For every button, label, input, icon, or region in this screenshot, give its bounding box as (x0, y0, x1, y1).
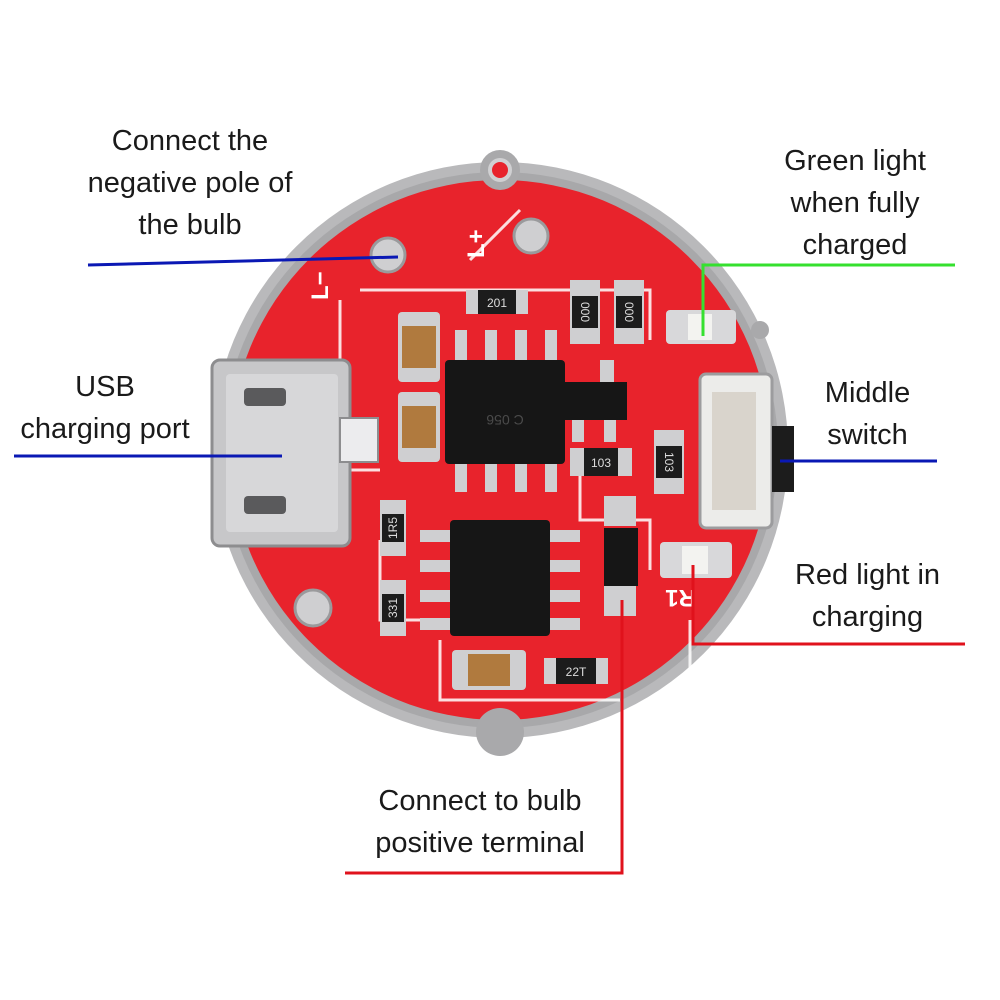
label-middle-switch: Middle switch (800, 372, 935, 456)
label-usb-port: USB charging port (0, 366, 210, 450)
label-bulb-line-2: positive terminal (375, 827, 585, 859)
led-green (666, 310, 736, 344)
label-negative-line-3: the bulb (138, 209, 242, 241)
silk-r1: R1 (665, 584, 696, 611)
label-red-light: Red light in charging (780, 554, 955, 638)
ic-lower (420, 520, 580, 636)
top-pad (488, 158, 512, 182)
ic-upper-marking: C 056 (486, 412, 524, 428)
label-green-line-2: when fully (790, 187, 920, 219)
transistor (565, 360, 627, 442)
res-label-000-a: 000 (578, 302, 592, 322)
leader-red (691, 565, 965, 646)
mounting-holes (293, 217, 550, 628)
label-bulb-positive: Connect to bulb positive terminal (340, 780, 620, 864)
leader-negative (87, 255, 399, 267)
res-label-331: 331 (386, 598, 400, 618)
label-green-light: Green light when fully charged (755, 140, 955, 266)
slide-switch (698, 372, 794, 530)
label-switch-line-1: Middle (824, 377, 911, 409)
label-bulb-line-1: Connect to bulb (378, 785, 582, 817)
leader-green (701, 263, 955, 336)
resistors (380, 280, 684, 684)
capacitors (398, 312, 526, 690)
leader-lines (14, 255, 965, 875)
usb-connector (210, 358, 379, 548)
label-switch-line-2: switch (827, 419, 908, 451)
silk-l-plus: L+ (463, 229, 490, 258)
res-label-1r5: 1R5 (386, 517, 400, 539)
label-negative-line-2: negative pole of (87, 167, 293, 199)
diode (604, 496, 638, 616)
res-label-201: 201 (487, 296, 507, 310)
label-usb-line-1: USB (75, 371, 135, 403)
res-label-103-a: 103 (591, 456, 611, 470)
label-red-line-1: Red light in (794, 559, 941, 591)
label-negative-line-1: Connect the (111, 125, 269, 157)
res-label-103-b: 103 (662, 452, 676, 472)
label-negative-pole: Connect the negative pole of the bulb (60, 120, 320, 246)
silk-l-minus: L− (307, 271, 334, 300)
label-green-line-3: charged (802, 229, 908, 261)
led-red (660, 542, 732, 578)
ic-upper (445, 330, 565, 492)
res-label-000-b: 000 (622, 302, 636, 322)
leader-bulb-pos (345, 600, 624, 875)
res-label-22t: 22T (566, 665, 587, 679)
label-green-line-1: Green light (784, 145, 926, 177)
label-red-line-2: charging (811, 601, 924, 633)
label-usb-line-2: charging port (20, 413, 190, 445)
